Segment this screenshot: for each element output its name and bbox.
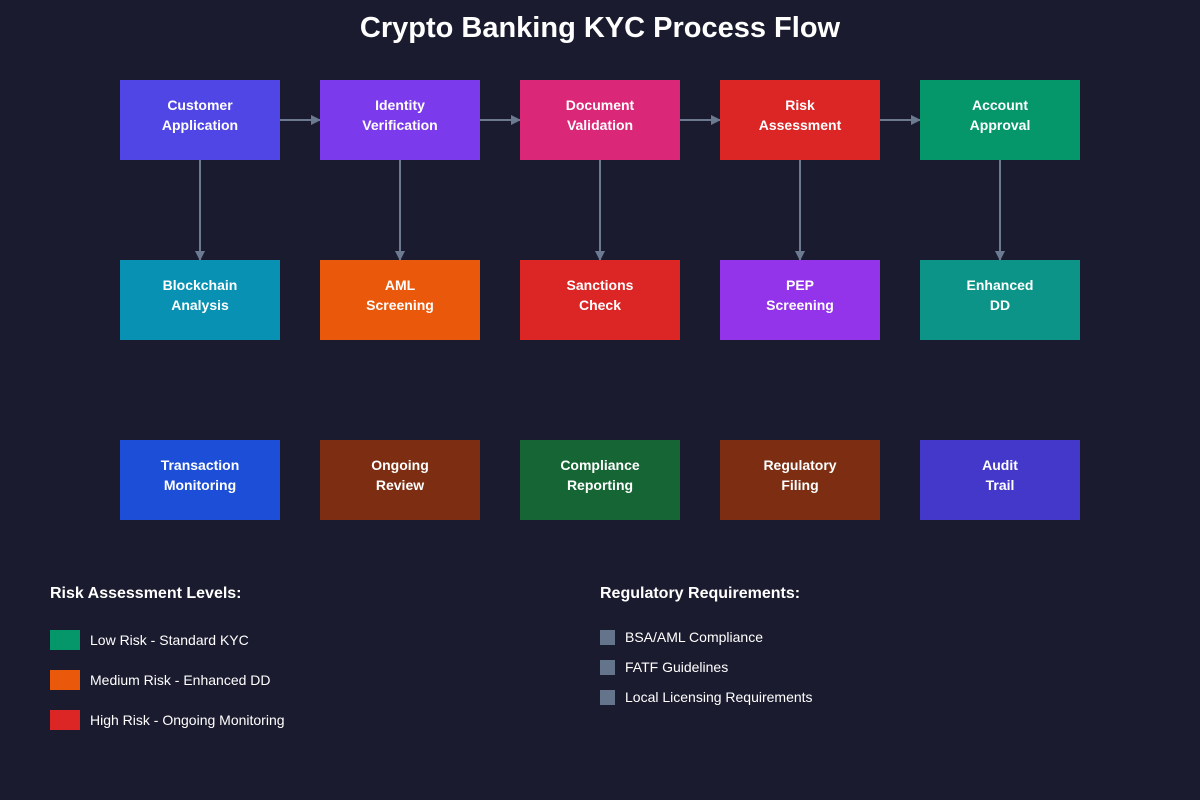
node-label-line2: Reporting — [567, 477, 633, 493]
node-label-line1: Risk — [785, 97, 815, 113]
bullet-square-icon — [600, 629, 615, 645]
risk-legend-item: High Risk - Ongoing Monitoring — [50, 710, 285, 730]
process-nodes: CustomerApplicationIdentityVerificationD… — [120, 80, 1080, 520]
node-label-line2: Screening — [766, 297, 834, 313]
node-label-line2: Analysis — [171, 297, 229, 313]
risk-legend-item: Low Risk - Standard KYC — [50, 630, 249, 650]
risk-legend-label: Low Risk - Standard KYC — [90, 632, 249, 648]
node-label-line1: Transaction — [161, 457, 240, 473]
node-box — [920, 80, 1080, 160]
node-label-line2: Assessment — [759, 117, 842, 133]
node-label-line2: DD — [990, 297, 1010, 313]
node-label-line2: Check — [579, 297, 621, 313]
node-label-line2: Verification — [362, 117, 437, 133]
node-label-line1: Blockchain — [163, 277, 238, 293]
node-box — [720, 260, 880, 340]
node-label-line2: Monitoring — [164, 477, 236, 493]
node-box — [520, 440, 680, 520]
risk-legend-item: Medium Risk - Enhanced DD — [50, 670, 271, 690]
node-label-line1: Enhanced — [967, 277, 1034, 293]
node-box — [720, 80, 880, 160]
node-label-line1: Document — [566, 97, 635, 113]
node-box — [720, 440, 880, 520]
node-box — [920, 260, 1080, 340]
bullet-square-icon — [600, 659, 615, 675]
regulatory-item: FATF Guidelines — [600, 659, 728, 675]
node-box — [120, 80, 280, 160]
regulatory-item-label: BSA/AML Compliance — [625, 629, 763, 645]
node-label-line1: Identity — [375, 97, 425, 113]
node-label-line1: Regulatory — [763, 457, 836, 473]
node-box — [520, 260, 680, 340]
node-label-line2: Validation — [567, 117, 633, 133]
node-label-line2: Screening — [366, 297, 434, 313]
node-label-line1: Sanctions — [567, 277, 634, 293]
node-label-line2: Approval — [970, 117, 1031, 133]
node-label-line2: Review — [376, 477, 424, 493]
regulatory-heading: Regulatory Requirements: — [600, 585, 801, 602]
risk-legend-label: Medium Risk - Enhanced DD — [90, 672, 271, 688]
risk-legend-label: High Risk - Ongoing Monitoring — [90, 712, 285, 728]
node-box — [120, 440, 280, 520]
connectors — [195, 115, 1005, 261]
regulatory-item-label: Local Licensing Requirements — [625, 689, 813, 705]
node-label-line1: AML — [385, 277, 416, 293]
regulatory-item: BSA/AML Compliance — [600, 629, 763, 645]
node-box — [120, 260, 280, 340]
risk-color-swatch — [50, 630, 80, 650]
page-title: Crypto Banking KYC Process Flow — [359, 12, 841, 44]
process-node: PEP Screening — [720, 260, 880, 340]
node-box — [520, 80, 680, 160]
risk-color-swatch — [50, 710, 80, 730]
node-label-line1: Account — [972, 97, 1028, 113]
regulatory-item-label: FATF Guidelines — [625, 659, 729, 675]
node-label-line2: Filing — [781, 477, 818, 493]
node-label-line1: Compliance — [560, 457, 640, 473]
node-label-line1: Customer — [167, 97, 233, 113]
risk-color-swatch — [50, 670, 80, 690]
process-flow-diagram: CustomerApplicationIdentityVerificationD… — [120, 80, 1080, 520]
node-box — [320, 440, 480, 520]
node-label-line2: Trail — [986, 477, 1015, 493]
node-box — [320, 80, 480, 160]
process-node: AML Screening — [320, 260, 480, 340]
node-label-line1: Audit — [982, 457, 1018, 473]
bullet-square-icon — [600, 689, 615, 705]
node-label-line1: PEP — [786, 277, 814, 293]
node-label-line2: Application — [162, 117, 238, 133]
node-box — [320, 260, 480, 340]
node-box — [920, 440, 1080, 520]
regulatory-item: Local Licensing Requirements — [600, 689, 813, 705]
risk-legend-heading: Risk Assessment Levels: — [50, 585, 242, 602]
node-label-line1: Ongoing — [371, 457, 429, 473]
